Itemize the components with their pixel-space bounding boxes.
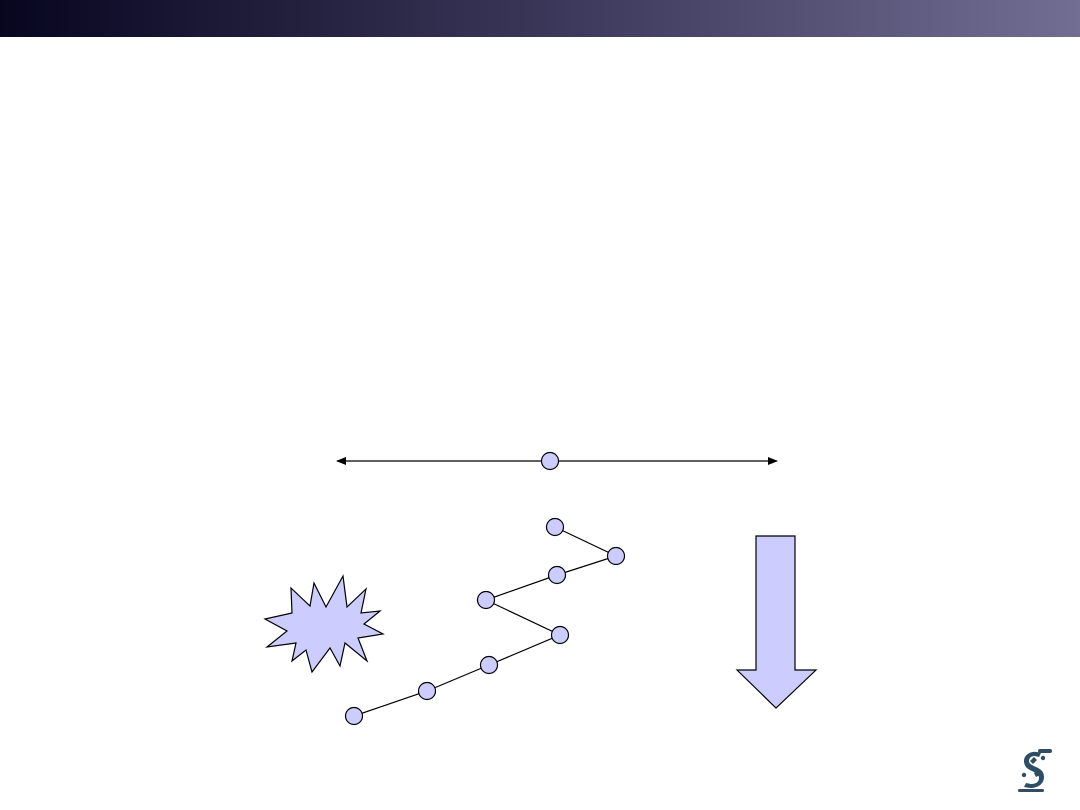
chain-nodes bbox=[344, 517, 626, 726]
chain-node bbox=[476, 590, 496, 610]
chain-node bbox=[547, 565, 567, 585]
line-node bbox=[540, 451, 560, 471]
robot-arm-logo-icon bbox=[1018, 749, 1052, 792]
explosion-burst-icon bbox=[263, 574, 385, 674]
chain-node bbox=[545, 517, 565, 537]
chain-node bbox=[479, 655, 499, 675]
chain-node bbox=[344, 706, 364, 726]
chain-node bbox=[550, 625, 570, 645]
chain-path bbox=[353, 526, 618, 717]
down-arrow-icon bbox=[735, 535, 818, 709]
chain-node bbox=[606, 546, 626, 566]
title-bar bbox=[0, 0, 1080, 37]
chain-node bbox=[417, 681, 437, 701]
